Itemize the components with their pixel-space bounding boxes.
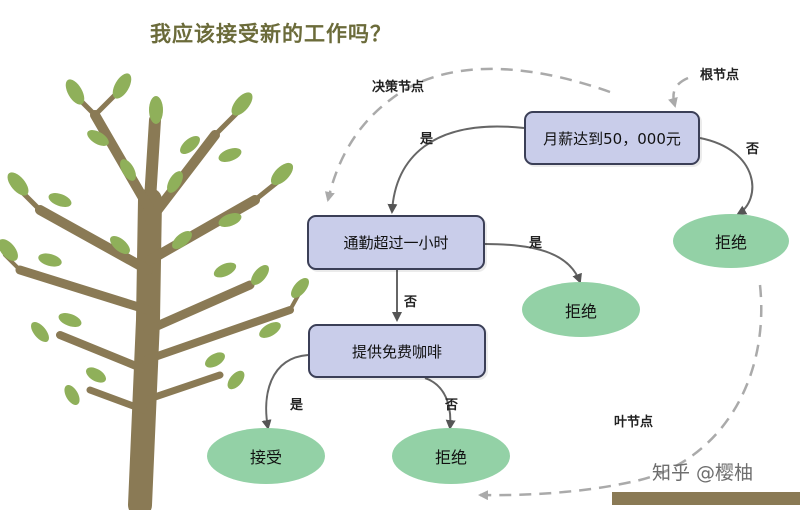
- dashed-root-node: [668, 76, 689, 108]
- page-title: 我应该接受新的工作吗？: [150, 22, 392, 46]
- leaf-node-annotation: 叶节点: [614, 415, 654, 430]
- commute-decision-node: 通勤超过一小时: [307, 215, 485, 270]
- edge-commute-yes: [484, 243, 582, 284]
- coffee-decision-label: 提供免费咖啡: [351, 342, 442, 361]
- root-decision-node: 月薪达到50，000元: [524, 111, 700, 165]
- leaf-accept-label: 接受: [249, 448, 282, 467]
- edge-label-coffee-yes: 是: [290, 398, 304, 413]
- ground-strip: [612, 492, 800, 505]
- leaf-reject-salary: 拒绝: [673, 214, 789, 268]
- leaf-reject-commute-label: 拒绝: [564, 301, 597, 321]
- leaf-reject-commute: 拒绝: [522, 282, 640, 337]
- edge-root-no: [699, 137, 754, 216]
- edge-label-coffee-no: 否: [445, 398, 459, 413]
- commute-decision-label: 通勤超过一小时: [343, 234, 449, 252]
- edge-label-commute-yes: 是: [529, 236, 543, 251]
- leaf-reject-salary-label: 拒绝: [714, 233, 747, 252]
- watermark: 知乎 @樱柚: [652, 462, 754, 484]
- edge-label-root-no: 否: [746, 142, 760, 157]
- leaf-accept: 接受: [207, 428, 325, 484]
- tree-illustration: [0, 73, 309, 510]
- edge-label-commute-no: 否: [404, 295, 418, 310]
- edge-label-root-yes: 是: [420, 132, 434, 147]
- leaf-reject-coffee: 拒绝: [392, 428, 510, 484]
- coffee-decision-node: 提供免费咖啡: [308, 324, 486, 378]
- decision-node-annotation: 决策节点: [372, 80, 425, 95]
- edge-coffee-yes: [261, 354, 309, 430]
- root-decision-label: 月薪达到50，000元: [543, 129, 681, 148]
- edge-coffee-no: [424, 377, 456, 430]
- root-node-annotation: 根节点: [700, 68, 740, 83]
- leaf-reject-coffee-label: 拒绝: [434, 448, 467, 467]
- edge-root-yes: [387, 125, 525, 214]
